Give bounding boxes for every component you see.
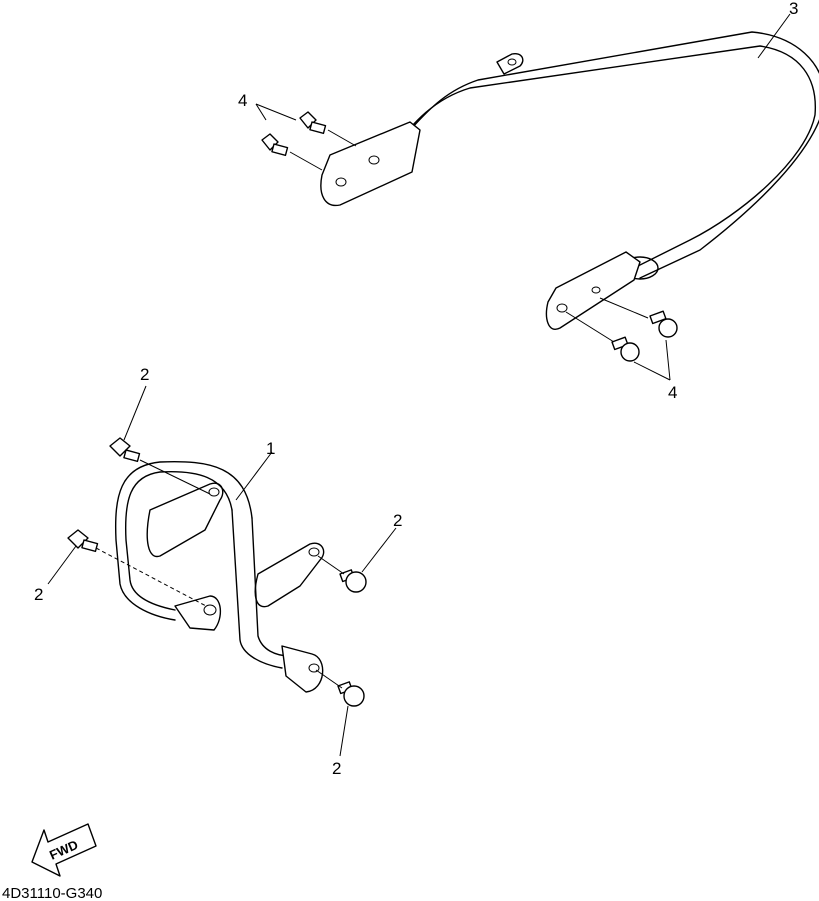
callout-part-4-bottom: 4 [668,383,677,402]
callout-part-2-left: 2 [34,585,43,604]
bolt-front-1 [109,437,141,463]
bolt-rear-2 [261,133,289,157]
bolt-front-2 [67,529,99,553]
callout-part-2-right: 2 [393,511,402,530]
bolt-rear-1 [299,111,327,135]
bolt-front-3 [339,569,367,593]
callout-part-2-top: 2 [140,365,149,384]
front-carrier [95,460,325,693]
bolt-front-4 [337,681,365,707]
rear-carrier [320,31,819,330]
callout-part-3: 3 [789,0,798,18]
fwd-arrow-icon: FWD [31,823,97,877]
bolt-rear-3 [649,310,678,338]
callout-part-1: 1 [266,439,275,458]
callout-part-2-bottom: 2 [332,759,341,778]
diagram-code: 4D31110-G340 [2,885,102,901]
callout-part-4-top: 4 [238,91,247,110]
bolt-rear-4 [611,336,640,362]
